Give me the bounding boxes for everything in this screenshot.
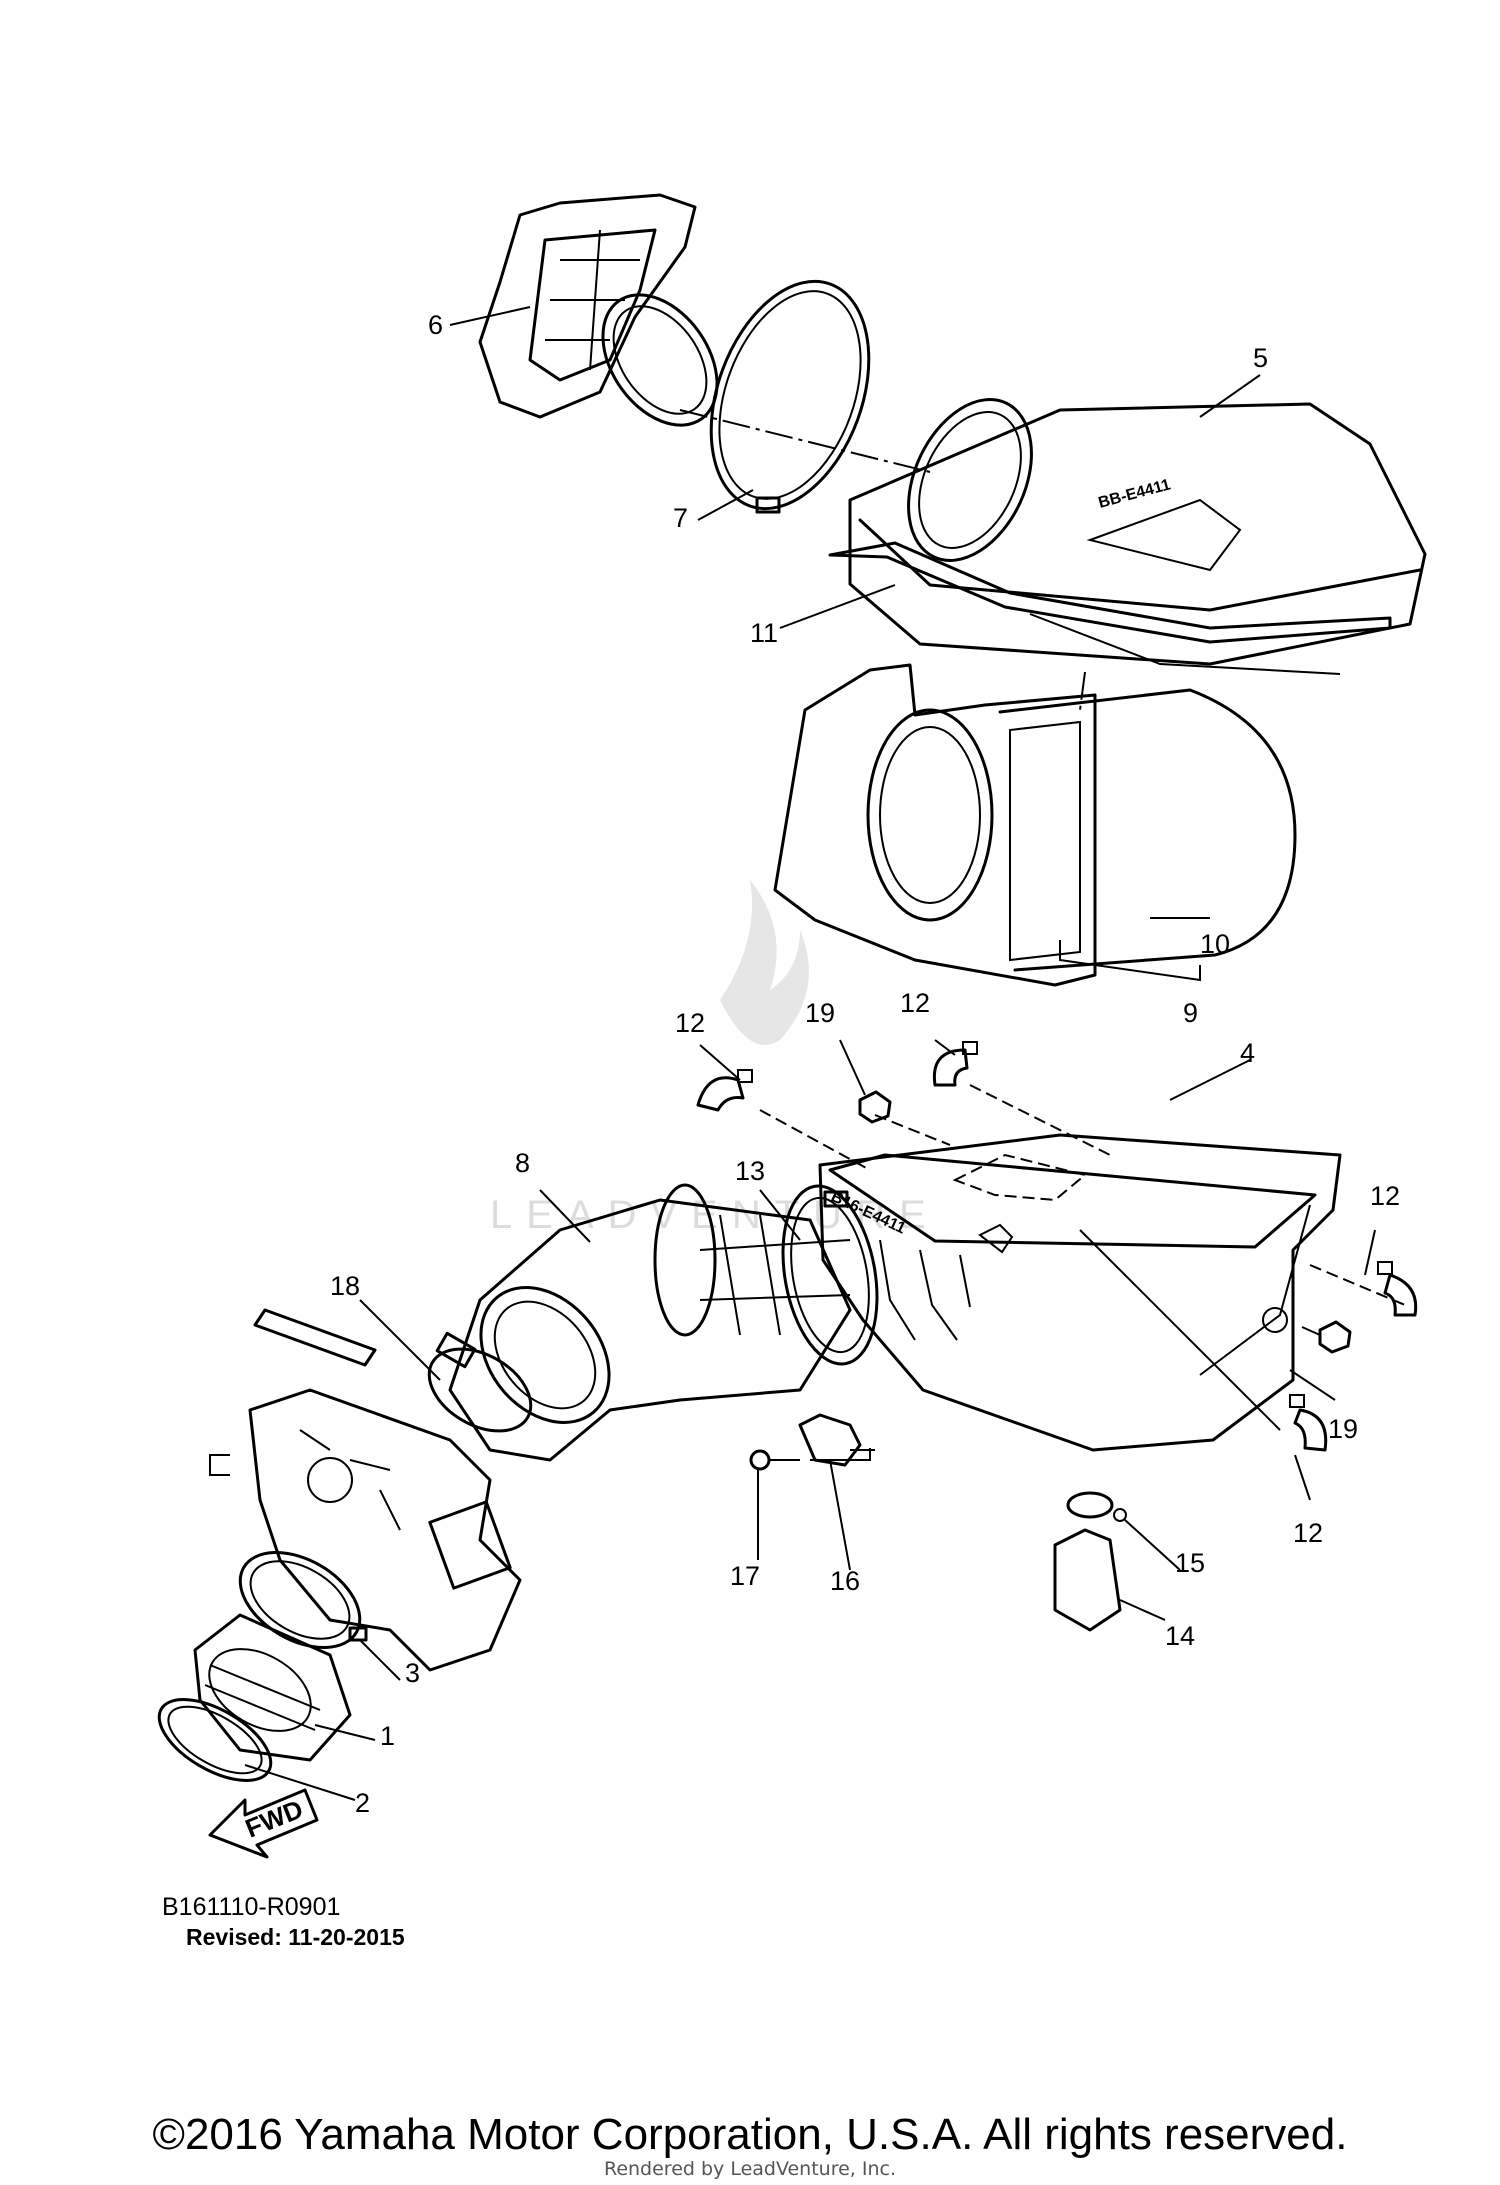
callout-6: 6 xyxy=(428,310,443,340)
part-12-clip-a xyxy=(696,1069,753,1112)
callout-10: 10 xyxy=(1200,929,1230,959)
callout-19b: 19 xyxy=(1328,1414,1358,1444)
callout-12b: 12 xyxy=(900,988,930,1018)
callout-15: 15 xyxy=(1175,1548,1205,1578)
callout-labels: 6 7 5 11 10 9 12 19 12 4 8 13 12 18 19 1… xyxy=(330,310,1400,1818)
part-1-joint xyxy=(193,1613,352,1762)
dash-line-12b xyxy=(969,1084,1111,1156)
part-16-sensor xyxy=(798,1413,875,1467)
part-9-air-filter-assy xyxy=(773,663,1297,987)
alignment-line-filter xyxy=(1079,671,1086,711)
fwd-label: FWD xyxy=(241,1794,307,1844)
dash-line-12c xyxy=(1309,1264,1406,1306)
part-12-clip-c xyxy=(1377,1261,1418,1317)
rendered-by: Rendered by LeadVenture, Inc. xyxy=(603,2158,897,2180)
fwd-arrow: FWD xyxy=(208,1788,319,1859)
dash-line-19a xyxy=(874,1114,951,1146)
part-7-clamp xyxy=(709,279,871,514)
callout-7: 7 xyxy=(673,503,688,533)
part-19-bolt-b xyxy=(1301,1320,1352,1354)
callout-19a: 19 xyxy=(805,998,835,1028)
callout-3: 3 xyxy=(405,1658,420,1688)
part-3-clamp xyxy=(238,1551,368,1649)
callout-18: 18 xyxy=(330,1271,360,1301)
alignment-line-upper xyxy=(679,409,931,473)
throttle-body xyxy=(209,1308,522,1672)
part-14-drain-hose xyxy=(1053,1528,1122,1632)
callout-2: 2 xyxy=(355,1788,370,1818)
diagram-code: B161110-R0901 xyxy=(162,1893,341,1921)
part-19-bolt-a xyxy=(858,1090,892,1124)
part-13-clamp xyxy=(781,1184,879,1366)
part-8-intake-boot xyxy=(448,1183,852,1462)
callout-14: 14 xyxy=(1165,1621,1195,1651)
part-12-clip-b xyxy=(932,1041,978,1087)
callout-11: 11 xyxy=(750,618,778,648)
callout-12a: 12 xyxy=(675,1008,705,1038)
callout-5: 5 xyxy=(1253,343,1268,373)
part-2-clamp xyxy=(157,1698,273,1782)
part-6-intake-duct xyxy=(478,193,719,427)
part-17-screw xyxy=(749,1449,799,1471)
callout-8: 8 xyxy=(515,1148,530,1178)
part-5-airbox-cover: BB-E4411 xyxy=(848,398,1427,666)
copyright-notice: ©2016 Yamaha Motor Corporation, U.S.A. A… xyxy=(152,2110,1348,2159)
part-4-airbox: B16-E4411 xyxy=(818,1133,1342,1452)
callout-12d: 12 xyxy=(1293,1518,1323,1548)
revised-date: Revised: 11-20-2015 xyxy=(186,1924,405,1950)
part-12-clip-d xyxy=(1289,1394,1328,1452)
callout-13: 13 xyxy=(735,1156,765,1186)
part-18-clamp xyxy=(427,1331,533,1433)
dash-line-12a xyxy=(759,1109,871,1171)
callout-17: 17 xyxy=(730,1561,760,1591)
svg-text:BB-E4411: BB-E4411 xyxy=(1097,476,1173,512)
callout-12c: 12 xyxy=(1370,1181,1400,1211)
callout-leaders xyxy=(244,306,1376,1801)
callout-16: 16 xyxy=(830,1566,860,1596)
callout-1: 1 xyxy=(380,1721,395,1751)
part-15-clip xyxy=(1066,1491,1127,1522)
callout-9: 9 xyxy=(1183,998,1198,1028)
part-11-gasket xyxy=(828,541,1392,675)
line-12d xyxy=(1079,1229,1281,1431)
callout-4: 4 xyxy=(1240,1038,1255,1068)
leader-9-bracket xyxy=(1059,940,1201,982)
